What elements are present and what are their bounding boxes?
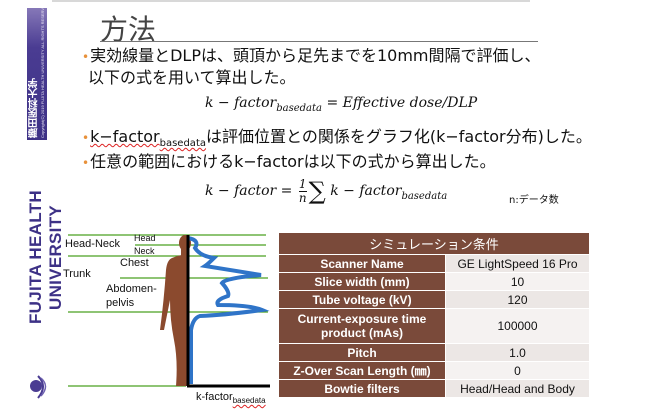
table-row: Current-exposure time product (mAs)10000…	[278, 308, 590, 344]
region-lines	[68, 234, 268, 387]
axis-label: k-factorbasedata	[196, 391, 266, 406]
page-title: 方法	[100, 13, 157, 46]
equation-kfactor-basedata: k − factorbasedata = Effective dose/DLP	[205, 95, 478, 114]
label-chest: Chest	[120, 257, 149, 269]
label-trunk: Trunk	[63, 268, 91, 280]
human-body-figure	[160, 235, 191, 386]
top-rule	[52, 0, 530, 2]
kfactor-curve	[187, 236, 270, 384]
university-logo-icon	[30, 375, 47, 399]
table-row: Tube voltage (kV)120	[278, 290, 590, 309]
label-head-neck: Head-Neck	[65, 238, 121, 250]
equation-note: n:データ数	[509, 195, 559, 206]
label-head: Head	[134, 233, 156, 243]
label-abdomen: Abdomen-	[106, 283, 157, 295]
title-rule	[100, 41, 538, 42]
sidebar-band	[27, 8, 47, 140]
table-row: Slice width (mm)10	[278, 272, 590, 291]
bullet-3: •任意の範囲におけるk−factorは以下の式から算出した。	[82, 152, 496, 171]
bullet-text: 実効線量とDLPは、頭頂から足先までを10mm間隔で評価し、	[90, 46, 541, 65]
bullet-1: •実効線量とDLPは、頭頂から足先までを10mm間隔で評価し、	[82, 46, 541, 65]
bullet-1-cont: 以下の式を用いて算出した。	[88, 68, 296, 87]
label-pelvis: pelvis	[106, 297, 135, 309]
table-row: Z-Over Scan Length (㎜)0	[278, 361, 590, 380]
label-neck: Neck	[134, 246, 155, 256]
bullet-2: •k−factorbasedataは評価位置との関係をグラフ化(k−factor…	[82, 127, 592, 150]
table-title: シミュレーション条件	[278, 232, 590, 255]
